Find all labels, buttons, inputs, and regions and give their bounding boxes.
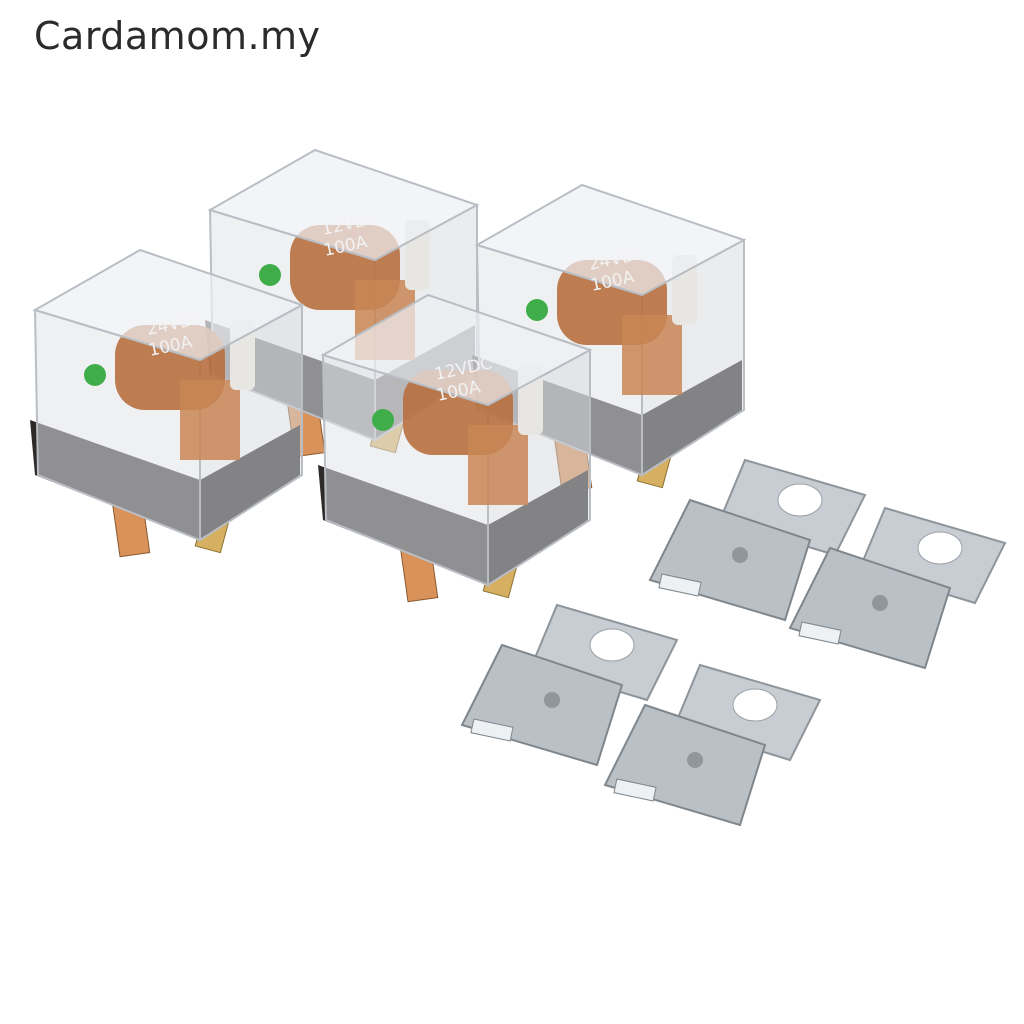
mounting-bracket — [603, 663, 822, 827]
relay-contact-plate — [622, 315, 682, 395]
bracket-slot — [613, 778, 657, 802]
relay-led — [372, 409, 394, 431]
relay-cover-top — [32, 248, 305, 362]
relay-led — [526, 299, 548, 321]
bracket-hole — [777, 483, 823, 517]
bracket-hole — [917, 531, 963, 565]
relay-contact-plate — [468, 425, 528, 505]
mounting-bracket — [788, 506, 1007, 670]
bracket-rivet — [872, 595, 888, 611]
bracket-rivet — [732, 547, 748, 563]
bracket-slot — [470, 718, 514, 742]
relay-cover-top — [320, 293, 593, 407]
bracket-slot — [658, 573, 702, 597]
mounting-bracket — [648, 458, 867, 622]
relay-contact-plate — [180, 380, 240, 460]
bracket-rivet — [544, 692, 560, 708]
relay-cover-top — [474, 183, 747, 297]
bracket-slot — [798, 621, 842, 645]
mounting-bracket — [460, 603, 679, 767]
relay-cover-top — [207, 148, 480, 262]
watermark: Cardamom.my — [34, 14, 321, 58]
bracket-hole — [589, 628, 635, 662]
bracket-rivet — [687, 752, 703, 768]
bracket-hole — [732, 688, 778, 722]
relay-led — [84, 364, 106, 386]
relay-led — [259, 264, 281, 286]
